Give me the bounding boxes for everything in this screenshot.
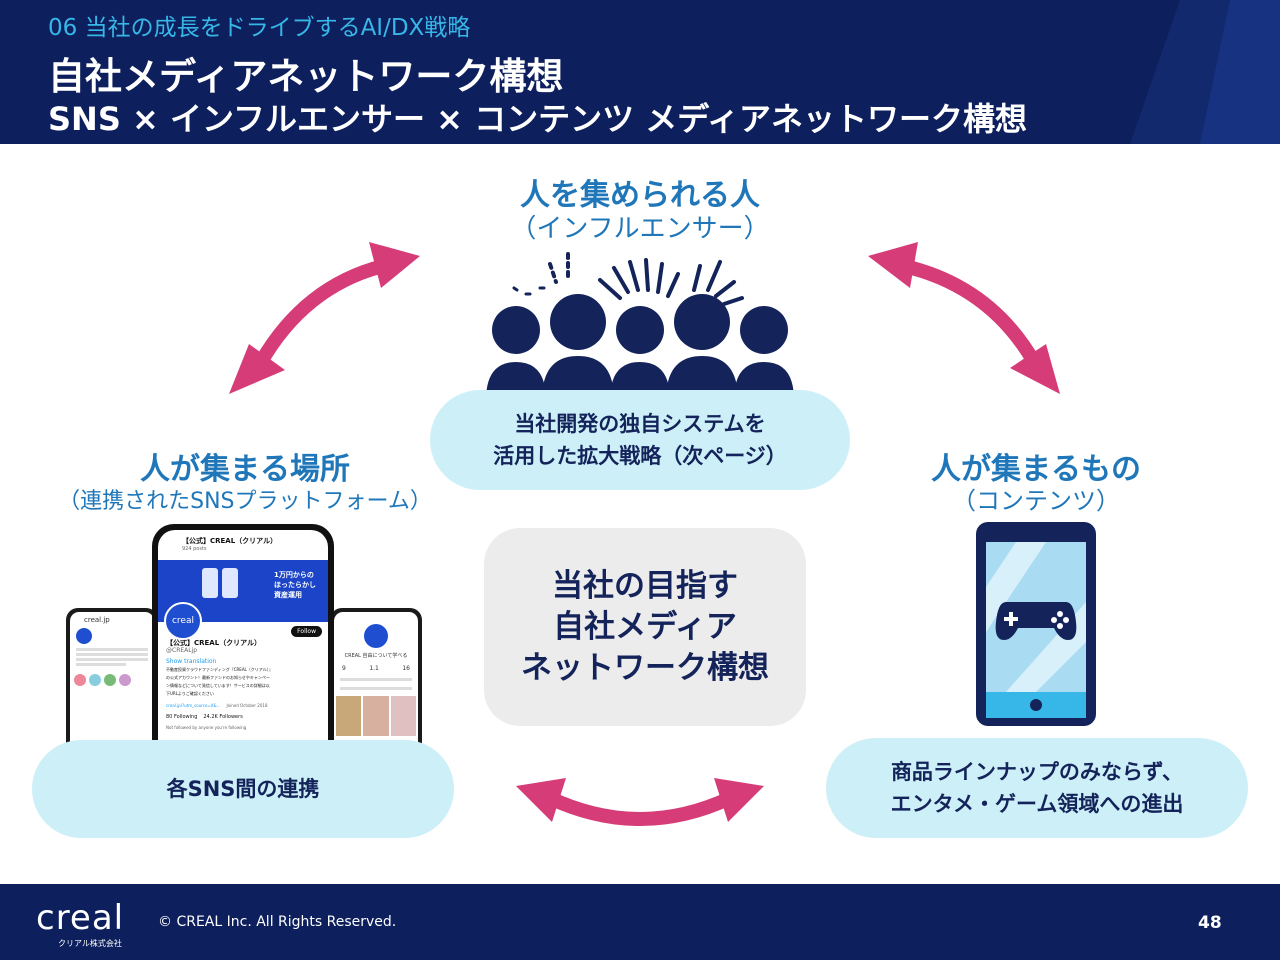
header-bar: 06 当社の成長をドライブするAI/DX戦略 自社メディアネットワーク構想 SN… [0,0,1280,144]
profile-link[interactable]: creal.jp/?utm_source=X&... [166,703,221,708]
center-concept-box: 当社の目指す 自社メディア ネットワーク構想 [484,528,806,726]
following-count[interactable]: 80 Following [166,714,198,720]
phone-center: 【公式】CREAL（クリアル） 924 posts 1万円からの ほったらかし … [152,524,334,752]
creal-logo-sub: クリアル株式会社 [58,939,122,948]
crowd-icon [486,252,794,400]
left-phone-handle: creal.jp [84,616,110,624]
banner-line1: 1万円からの [274,571,314,579]
right-node-sub: （コンテンツ） [952,487,1120,515]
page-number: 48 [1198,913,1222,933]
banner-line3: 資産運用 [274,591,302,599]
section-label: 06 当社の成長をドライブするAI/DX戦略 [48,15,471,41]
left-node-sub: （連携されたSNSプラットフォーム） [58,489,432,514]
banner-line2: ほったらかし [274,581,316,589]
bio-line3: ン情報などについて発信しています！サービスの詳細は以 [166,683,270,688]
top-node-sub: （インフルエンサー） [510,214,770,244]
arrow-bottom [516,778,764,826]
center-phone-header: 【公式】CREAL（クリアル） [182,537,278,545]
left-node-pill: 各SNS間の連携 [32,740,454,838]
copyright: © CREAL Inc. All Rights Reserved. [158,914,397,930]
footer-bar: creal クリアル株式会社 © CREAL Inc. All Rights R… [0,884,1280,960]
center-line1: 当社の目指す [552,567,738,604]
brand-avatar: creal [171,616,194,626]
arrow-top-left [229,242,420,394]
center-phone-posts: 924 posts [182,546,207,552]
right-pill-line1: 商品ラインナップのみならず、 [890,760,1184,784]
page-subtitle: SNS × インフルエンサー × コンテンツ メディアネットワーク構想 [48,100,1028,138]
joined-date: Joined October 2018 [226,703,268,708]
account-name: 【公式】CREAL（クリアル） [166,639,262,647]
not-followed-note: Not followed by anyone you're following [166,725,247,730]
page-title: 自社メディアネットワーク構想 [48,55,564,98]
bio-line4: 下URLよりご確認ください [166,691,214,696]
followers-count[interactable]: 24.2K Followers [203,714,243,720]
bio-line1: 不動産投資クラウドファンディング『CREAL（クリアル）』 [166,667,273,672]
right-node-pill: 商品ラインナップのみならず、 エンタメ・ゲーム領域への進出 [826,738,1248,838]
creal-logo: creal [36,898,125,938]
top-node-pill: 当社開発の独自システムを 活用した拡大戦略（次ページ） [430,390,850,490]
account-handle: @CREALjp [166,647,198,654]
top-node-heading: 人を集められる人 [520,178,760,213]
header-decoration [1130,0,1280,144]
center-line3: ネットワーク構想 [521,649,769,686]
right-node-heading: 人が集まるもの [931,452,1141,487]
left-pill-text: 各SNS間の連携 [166,777,320,801]
right-pill-line2: エンタメ・ゲーム領域への進出 [890,792,1184,816]
top-pill-line2: 活用した拡大戦略（次ページ） [493,444,787,468]
smartphone-gamepad-icon [976,522,1096,726]
top-pill-line1: 当社開発の独自システムを [514,412,766,436]
right-phone-name: CREAL 自由について学べる [344,653,408,659]
phone-left: creal.jp [66,608,158,752]
follow-button[interactable]: Follow [291,626,322,637]
show-translation-link[interactable]: Show translation [166,658,217,665]
center-line2: 自社メディア [553,608,737,645]
arrow-top-right [868,242,1060,394]
left-node-heading: 人が集まる場所 [140,452,350,487]
profile-banner: 1万円からの ほったらかし 資産運用 creal [158,560,328,640]
bio-line2: の公式アカウント！最新ファンドのお知らせやキャンペー [166,675,270,680]
